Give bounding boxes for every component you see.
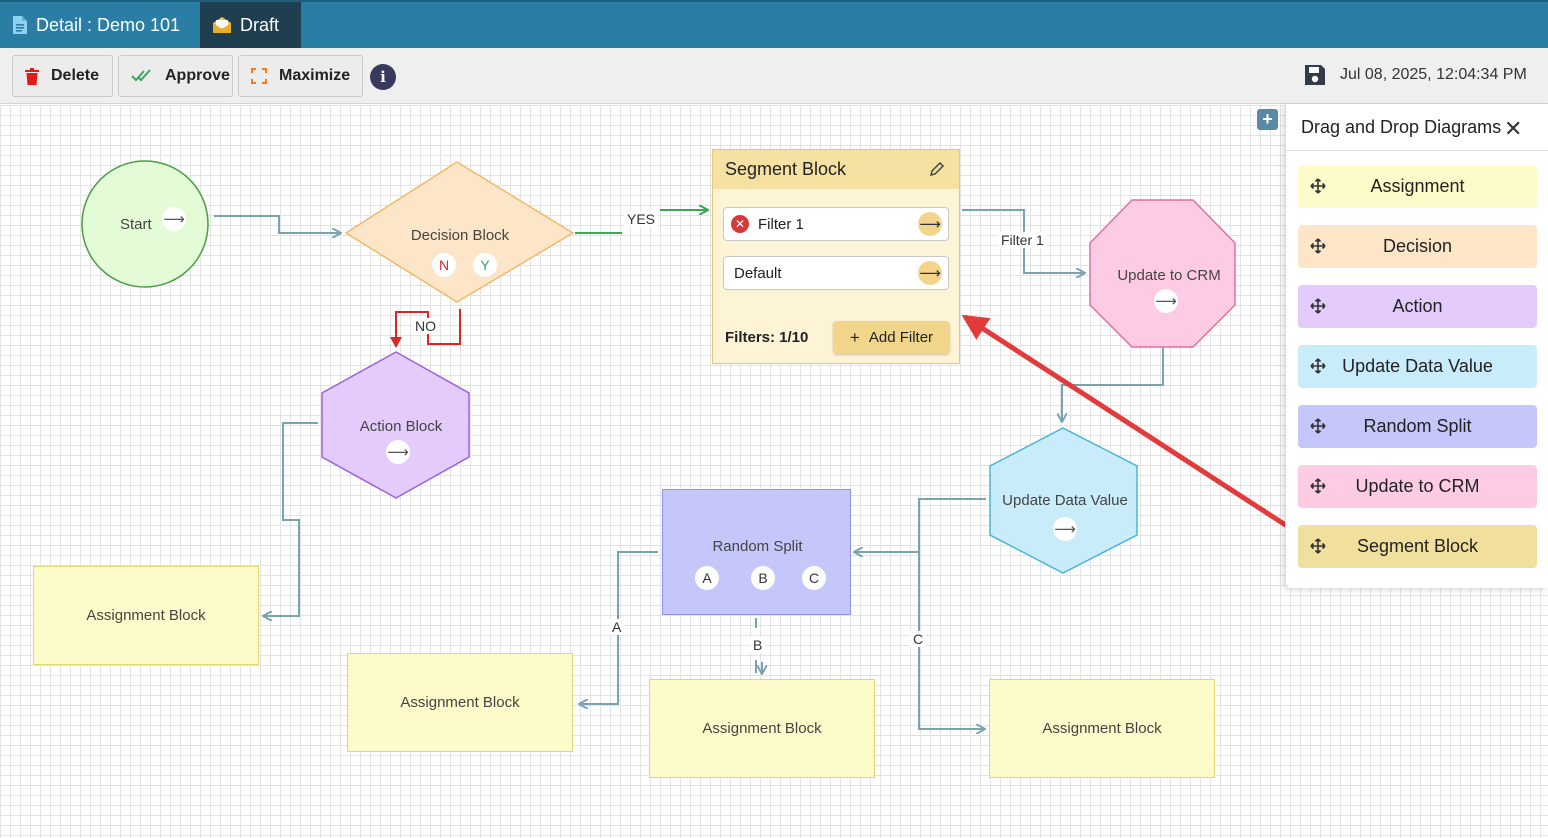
segment-default-label: Default bbox=[734, 264, 782, 282]
drag-handle-icon[interactable] bbox=[1310, 478, 1326, 494]
start-arrow-icon[interactable]: ⟶ bbox=[162, 207, 186, 231]
maximize-label: Maximize bbox=[279, 67, 351, 84]
palette-item[interactable]: Update to CRM bbox=[1298, 465, 1537, 508]
palette-title: Drag and Drop Diagrams bbox=[1301, 117, 1502, 137]
tab-detail-label: Detail : Demo 101 bbox=[36, 14, 181, 35]
segment-block-header: Segment Block bbox=[713, 150, 959, 189]
random-split-port-a[interactable]: A bbox=[695, 566, 719, 590]
delete-label: Delete bbox=[51, 67, 100, 84]
tab-draft-label: Draft bbox=[240, 14, 280, 35]
segment-block-node[interactable]: Segment Block ✕ Filter 1 ⟶ Default ⟶ Fil… bbox=[712, 149, 960, 364]
close-icon[interactable]: ✕ bbox=[1504, 116, 1523, 141]
last-saved-timestamp: Jul 08, 2025, 12:04:34 PM bbox=[1340, 66, 1527, 83]
maximize-button[interactable]: Maximize bbox=[238, 55, 363, 97]
add-filter-button[interactable]: + Add Filter bbox=[833, 321, 950, 354]
palette-item[interactable]: Decision bbox=[1298, 225, 1537, 268]
update-crm-arrow-icon[interactable]: ⟶ bbox=[1154, 289, 1178, 313]
edge-label-a: A bbox=[609, 619, 625, 635]
approve-button[interactable]: Approve bbox=[118, 55, 233, 97]
tab-detail[interactable]: Detail : Demo 101 bbox=[12, 2, 180, 48]
edge-label-c: C bbox=[910, 631, 927, 647]
edge-label-b: B bbox=[750, 637, 766, 653]
random-split-label: Random Split bbox=[712, 538, 803, 555]
default-arrow-icon[interactable]: ⟶ bbox=[918, 261, 942, 285]
segment-default-row[interactable]: Default ⟶ bbox=[723, 256, 949, 290]
document-icon bbox=[12, 15, 28, 35]
pencil-icon[interactable] bbox=[929, 161, 945, 182]
edge-label-filter1: Filter 1 bbox=[998, 232, 1047, 248]
assignment-block[interactable]: Assignment Block bbox=[33, 566, 259, 665]
update-crm-label: Update to CRM bbox=[1117, 267, 1221, 284]
segment-filter-row[interactable]: ✕ Filter 1 ⟶ bbox=[723, 207, 949, 241]
palette-toggle-plus-icon[interactable]: + bbox=[1257, 109, 1278, 130]
segment-filter-label: Filter 1 bbox=[758, 215, 804, 233]
drag-handle-icon[interactable] bbox=[1310, 238, 1326, 254]
start-label: Start bbox=[120, 216, 152, 233]
drag-handle-icon[interactable] bbox=[1310, 538, 1326, 554]
assignment-block[interactable]: Assignment Block bbox=[347, 653, 573, 752]
palette-item[interactable]: Update Data Value bbox=[1298, 345, 1537, 388]
remove-filter-icon[interactable]: ✕ bbox=[731, 215, 749, 233]
tab-draft[interactable]: Draft bbox=[200, 2, 301, 48]
random-split-node[interactable]: Random Split A B C bbox=[662, 489, 851, 615]
title-bar: Detail : Demo 101 Draft bbox=[0, 0, 1548, 48]
plus-icon: + bbox=[849, 327, 860, 347]
maximize-icon bbox=[251, 68, 267, 84]
palette-item-label: Update Data Value bbox=[1342, 356, 1493, 376]
edge-label-no: NO bbox=[412, 318, 439, 334]
palette-item-label: Assignment bbox=[1370, 176, 1465, 196]
toolbar: Delete Approve Maximize bbox=[0, 48, 1548, 104]
update-data-value-label: Update Data Value bbox=[1002, 492, 1128, 509]
trash-icon bbox=[25, 67, 39, 85]
decision-port-yes[interactable]: Y bbox=[473, 253, 497, 277]
segment-block-title: Segment Block bbox=[725, 159, 847, 179]
drag-handle-icon[interactable] bbox=[1310, 358, 1326, 374]
palette-item[interactable]: Action bbox=[1298, 285, 1537, 328]
assignment-block[interactable]: Assignment Block bbox=[989, 679, 1215, 778]
envelope-icon bbox=[212, 16, 232, 34]
palette-item[interactable]: Random Split bbox=[1298, 405, 1537, 448]
palette-item-label: Decision bbox=[1382, 236, 1453, 256]
info-icon[interactable]: i bbox=[370, 64, 396, 90]
decision-port-no[interactable]: N bbox=[432, 253, 456, 277]
filter-arrow-icon[interactable]: ⟶ bbox=[918, 212, 942, 236]
decision-label: Decision Block bbox=[410, 227, 510, 244]
drag-handle-icon[interactable] bbox=[1310, 298, 1326, 314]
update-data-value-arrow-icon[interactable]: ⟶ bbox=[1053, 517, 1077, 541]
random-split-port-c[interactable]: C bbox=[802, 566, 826, 590]
delete-button[interactable]: Delete bbox=[12, 55, 113, 97]
add-filter-label: Add Filter bbox=[868, 329, 934, 346]
palette-divider bbox=[1286, 150, 1548, 151]
drag-handle-icon[interactable] bbox=[1310, 418, 1326, 434]
palette-item-label: Random Split bbox=[1363, 416, 1472, 436]
drag-handle-icon[interactable] bbox=[1310, 178, 1326, 194]
assignment-block[interactable]: Assignment Block bbox=[649, 679, 875, 778]
palette-item-label: Action bbox=[1392, 296, 1443, 316]
random-split-port-b[interactable]: B bbox=[751, 566, 775, 590]
palette-item-label: Update to CRM bbox=[1355, 476, 1480, 496]
edge-label-yes: YES bbox=[624, 211, 659, 227]
filters-count: Filters: 1/10 bbox=[725, 329, 809, 346]
double-check-icon bbox=[131, 69, 153, 83]
action-label: Action Block bbox=[359, 418, 443, 435]
palette-item-label: Segment Block bbox=[1356, 536, 1479, 556]
palette-item[interactable]: Segment Block bbox=[1298, 525, 1537, 568]
approve-label: Approve bbox=[165, 67, 230, 84]
action-arrow-icon[interactable]: ⟶ bbox=[386, 440, 410, 464]
palette-item[interactable]: Assignment bbox=[1298, 165, 1537, 208]
save-icon[interactable] bbox=[1303, 63, 1327, 92]
